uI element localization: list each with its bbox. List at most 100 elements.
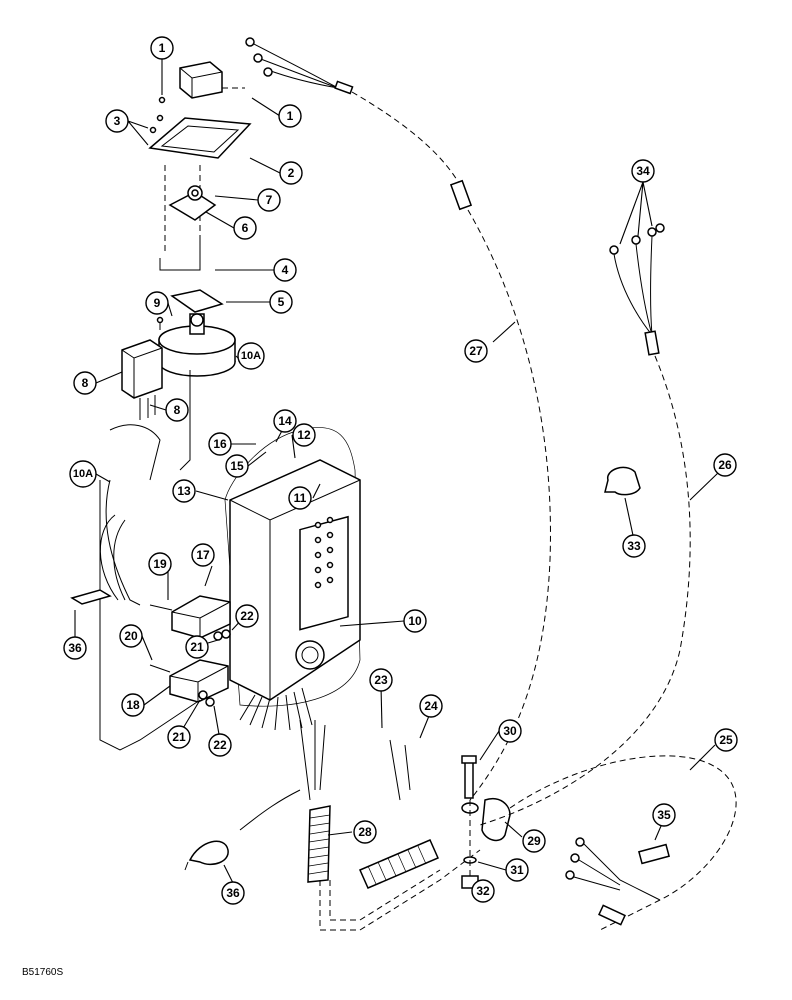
svg-text:35: 35 bbox=[657, 808, 671, 822]
relays bbox=[149, 595, 231, 707]
harness-26 bbox=[479, 223, 691, 826]
svg-text:22: 22 bbox=[240, 609, 254, 623]
callout-10a-left: 10A bbox=[69, 460, 97, 488]
callout-2: 2 bbox=[279, 161, 303, 185]
callout-31: 31 bbox=[505, 858, 529, 882]
callout-33: 33 bbox=[622, 534, 646, 558]
svg-text:8: 8 bbox=[82, 376, 89, 390]
svg-text:27: 27 bbox=[469, 344, 483, 358]
svg-text:32: 32 bbox=[476, 884, 490, 898]
svg-text:10A: 10A bbox=[73, 468, 93, 480]
leader-lines bbox=[74, 58, 720, 889]
callout-27: 27 bbox=[464, 339, 488, 363]
svg-text:4: 4 bbox=[282, 263, 289, 277]
callout-4: 4 bbox=[273, 258, 297, 282]
callout-12: 12 bbox=[292, 423, 316, 447]
svg-text:18: 18 bbox=[126, 698, 140, 712]
callout-11: 11 bbox=[288, 486, 312, 510]
callout-10a-upper: 10A bbox=[237, 342, 265, 370]
callout-21-upper: 21 bbox=[185, 635, 209, 659]
svg-text:21: 21 bbox=[172, 730, 186, 744]
svg-text:36: 36 bbox=[68, 641, 82, 655]
svg-text:6: 6 bbox=[242, 221, 249, 235]
svg-text:33: 33 bbox=[627, 539, 641, 553]
clamp-29 bbox=[461, 755, 511, 889]
svg-text:31: 31 bbox=[510, 863, 524, 877]
callout-22-upper: 22 bbox=[235, 604, 259, 628]
tie-strap-36 bbox=[188, 840, 229, 866]
harness-25 bbox=[509, 755, 737, 931]
svg-text:3: 3 bbox=[114, 114, 121, 128]
callout-5: 5 bbox=[269, 290, 293, 314]
callout-7: 7 bbox=[257, 188, 281, 212]
svg-text:7: 7 bbox=[266, 193, 273, 207]
svg-text:24: 24 bbox=[424, 699, 438, 713]
callout-21-lower: 21 bbox=[167, 725, 191, 749]
callout-8-right: 8 bbox=[165, 398, 189, 422]
svg-text:22: 22 bbox=[213, 738, 227, 752]
svg-text:25: 25 bbox=[719, 733, 733, 747]
callout-13: 13 bbox=[172, 479, 196, 503]
svg-text:2: 2 bbox=[288, 166, 295, 180]
callouts: 1 1 2 3 4 5 6 7 8 8 9 10A 10A 10 11 12 1… bbox=[63, 36, 738, 905]
callout-25: 25 bbox=[714, 728, 738, 752]
callout-36-bottom: 36 bbox=[221, 881, 245, 905]
svg-text:15: 15 bbox=[230, 459, 244, 473]
callout-24: 24 bbox=[419, 694, 443, 718]
svg-text:11: 11 bbox=[294, 491, 307, 505]
svg-text:1: 1 bbox=[159, 41, 166, 55]
callout-17: 17 bbox=[191, 543, 215, 567]
svg-text:34: 34 bbox=[636, 164, 650, 178]
callout-16: 16 bbox=[208, 432, 232, 456]
svg-text:5: 5 bbox=[278, 295, 285, 309]
switch-assembly bbox=[148, 61, 252, 313]
control-box-10 bbox=[224, 427, 411, 801]
callout-18: 18 bbox=[121, 693, 145, 717]
callout-6: 6 bbox=[233, 216, 257, 240]
callout-10: 10 bbox=[403, 609, 427, 633]
svg-text:14: 14 bbox=[278, 414, 292, 428]
svg-text:20: 20 bbox=[124, 629, 138, 643]
svg-text:16: 16 bbox=[213, 437, 227, 451]
svg-text:36: 36 bbox=[226, 886, 240, 900]
callout-32: 32 bbox=[471, 879, 495, 903]
callout-14: 14 bbox=[273, 409, 297, 433]
callout-22-lower: 22 bbox=[208, 733, 232, 757]
svg-text:26: 26 bbox=[718, 458, 732, 472]
svg-text:12: 12 bbox=[297, 428, 311, 442]
callout-35: 35 bbox=[652, 803, 676, 827]
svg-text:29: 29 bbox=[527, 834, 541, 848]
parts-drawing bbox=[70, 37, 737, 931]
callout-23: 23 bbox=[369, 668, 393, 692]
callout-9: 9 bbox=[145, 291, 169, 315]
svg-text:28: 28 bbox=[358, 825, 372, 839]
callout-8-left: 8 bbox=[73, 371, 97, 395]
svg-text:8: 8 bbox=[174, 403, 181, 417]
svg-text:9: 9 bbox=[154, 296, 161, 310]
svg-text:10: 10 bbox=[408, 614, 422, 628]
svg-text:21: 21 bbox=[190, 640, 204, 654]
gauge-and-switch bbox=[99, 313, 236, 751]
callout-30: 30 bbox=[498, 719, 522, 743]
indicator-lights bbox=[314, 516, 334, 589]
callout-20: 20 bbox=[119, 624, 143, 648]
svg-text:23: 23 bbox=[374, 673, 388, 687]
callout-34: 34 bbox=[631, 159, 655, 183]
callout-29: 29 bbox=[522, 829, 546, 853]
clip-33 bbox=[604, 466, 641, 496]
svg-text:19: 19 bbox=[153, 557, 167, 571]
callout-3: 3 bbox=[105, 109, 129, 133]
figure-reference-code: B51760S bbox=[22, 967, 63, 978]
callout-15: 15 bbox=[225, 454, 249, 478]
svg-text:1: 1 bbox=[287, 109, 294, 123]
conduit-28 bbox=[307, 805, 481, 931]
svg-text:10A: 10A bbox=[241, 350, 261, 362]
svg-text:17: 17 bbox=[196, 548, 210, 562]
callout-26: 26 bbox=[713, 453, 737, 477]
callout-1-top: 1 bbox=[150, 36, 174, 60]
callout-36-left: 36 bbox=[63, 636, 87, 660]
svg-text:13: 13 bbox=[177, 484, 191, 498]
callout-28: 28 bbox=[353, 820, 377, 844]
callout-1-right: 1 bbox=[278, 104, 302, 128]
